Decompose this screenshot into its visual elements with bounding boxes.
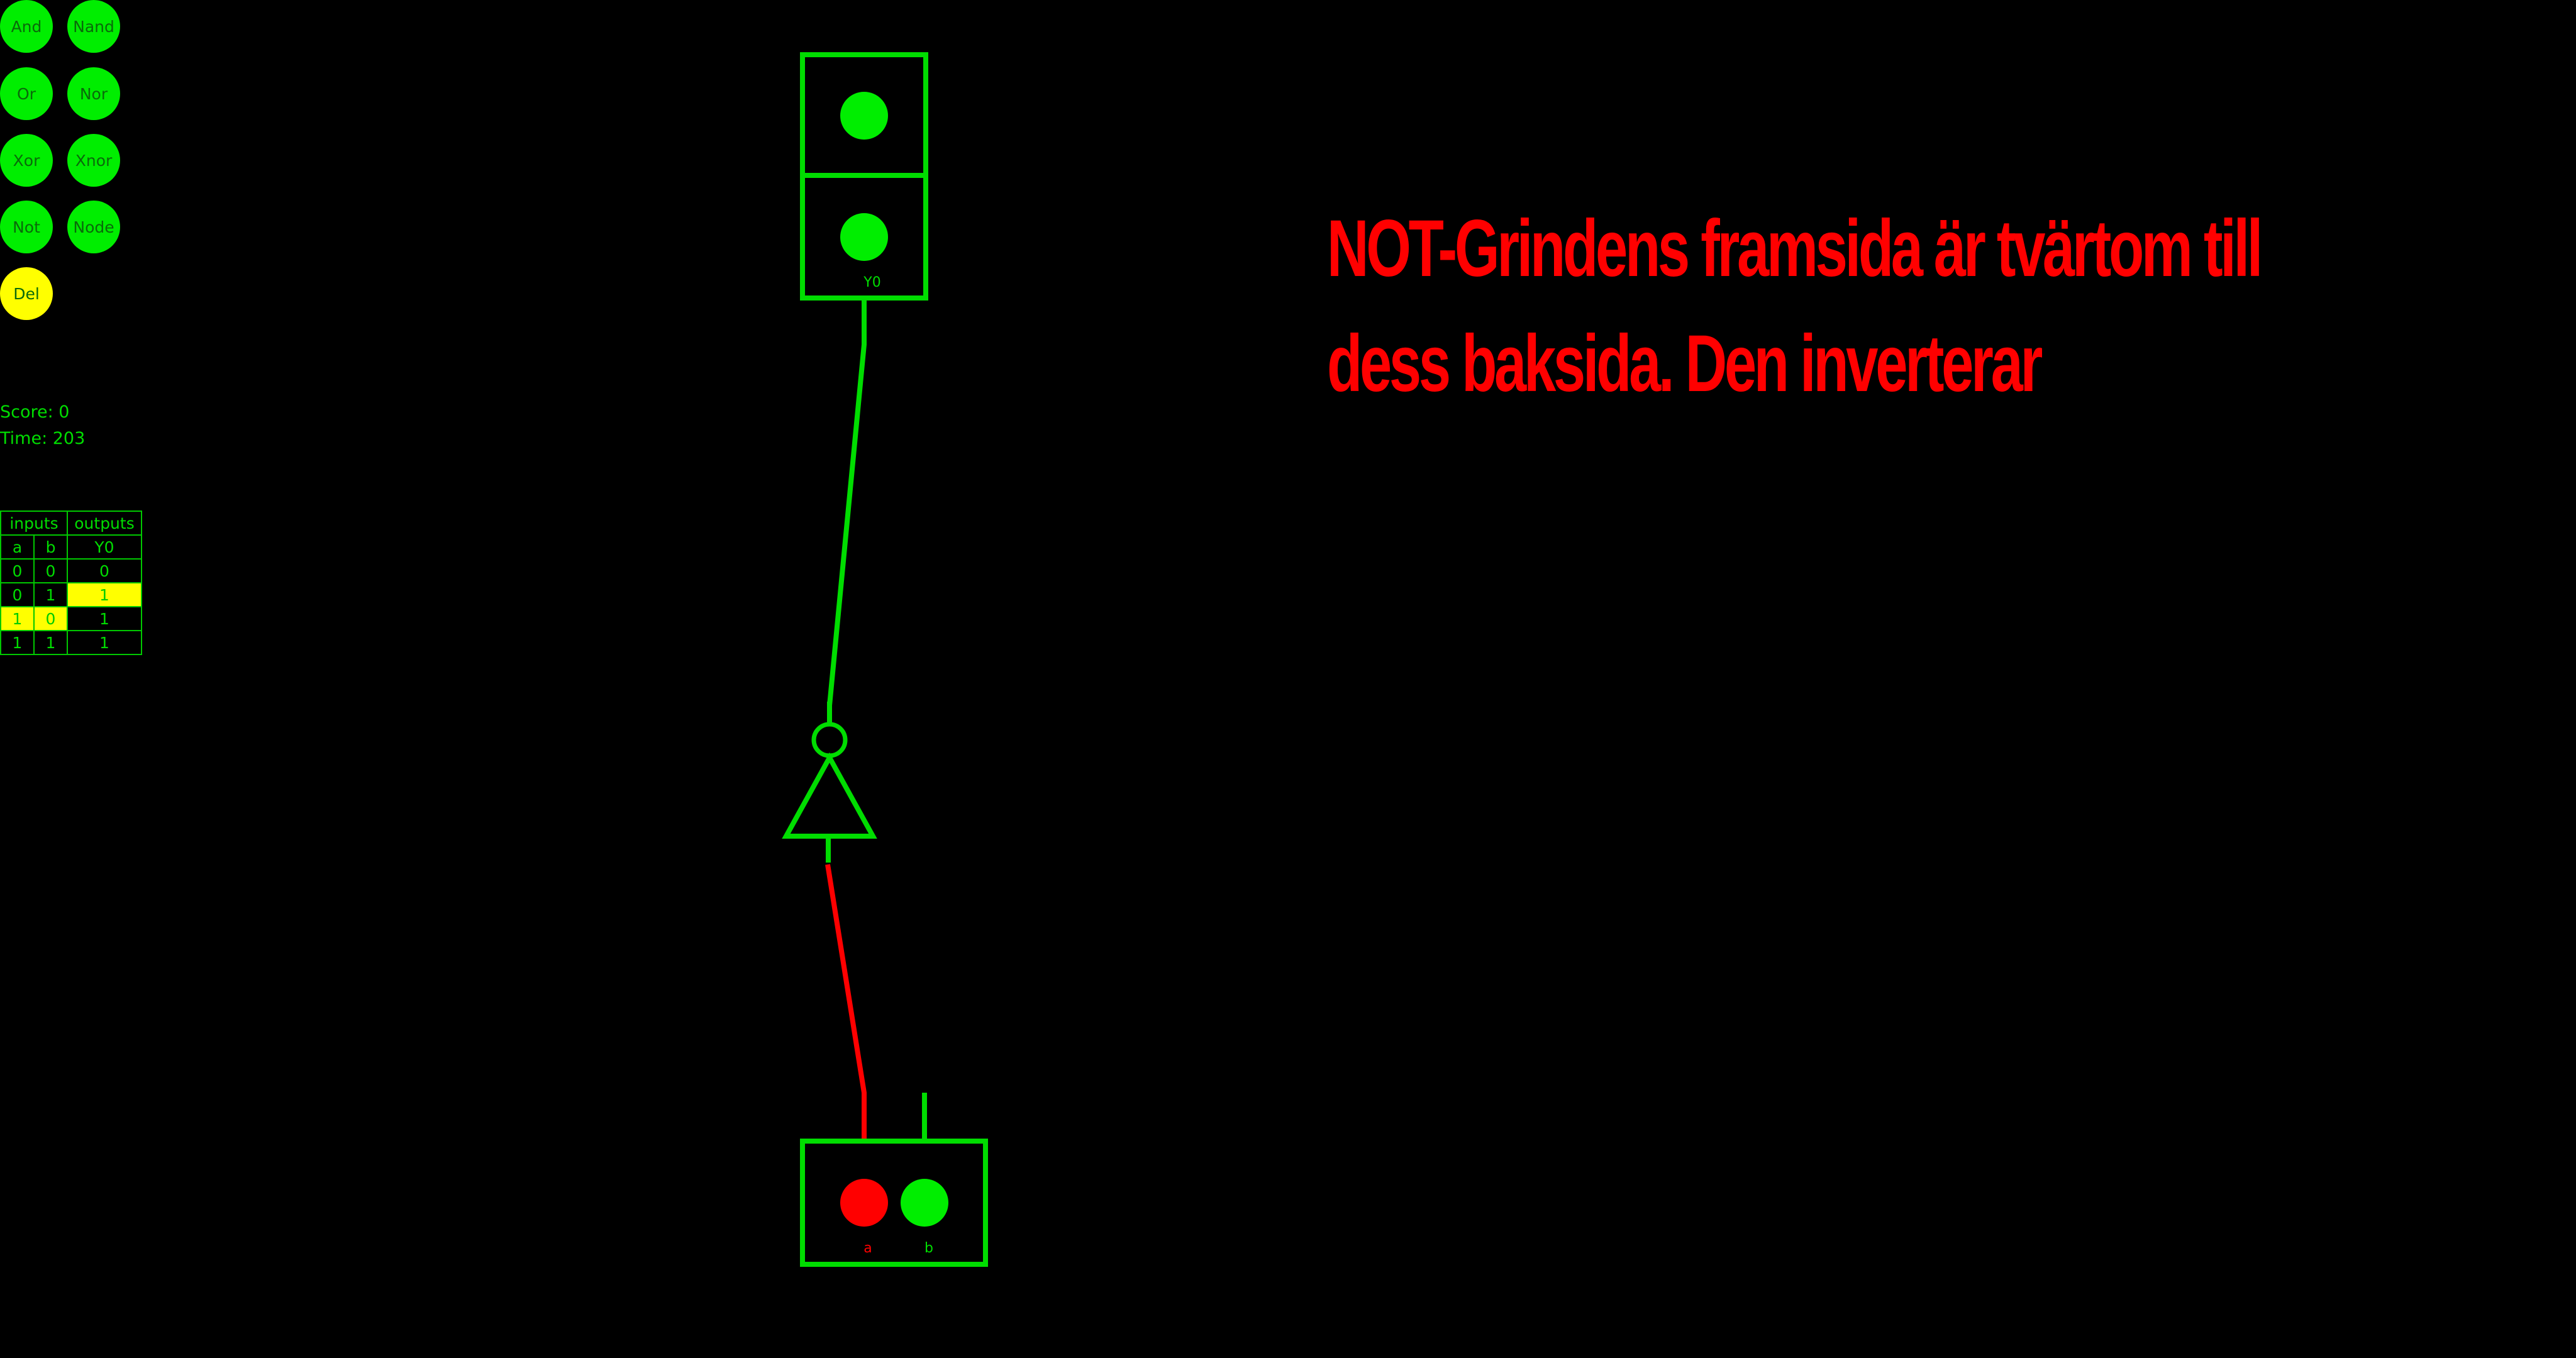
cell-y0: 1 (67, 606, 142, 631)
score-label: Score: 0 (0, 402, 70, 422)
nand-gate-button[interactable]: Nand (67, 0, 120, 53)
input-wire-a[interactable] (825, 864, 867, 1139)
input-label-a: a (863, 1240, 872, 1256)
cell-y0: 1 (67, 630, 142, 655)
input-toggle-b[interactable] (901, 1179, 948, 1227)
node-button[interactable]: Node (67, 201, 120, 253)
or-gate-button[interactable]: Or (0, 67, 53, 120)
cell-a: 1 (0, 630, 35, 655)
cell-b: 1 (33, 582, 68, 607)
column-header-b: b (33, 534, 68, 560)
column-header-a: a (0, 534, 35, 560)
cell-a: 1 (0, 606, 35, 631)
inputs-header: inputs (0, 511, 68, 536)
time-label: Time: 203 (0, 429, 86, 448)
cell-y0: 0 (67, 558, 142, 583)
output-indicator-y0 (840, 213, 888, 261)
delete-button[interactable]: Del (0, 267, 53, 320)
output-wire[interactable] (827, 298, 867, 706)
cell-b: 0 (33, 606, 68, 631)
and-gate-button[interactable]: And (0, 0, 53, 53)
truth-table-group-header-row: inputs outputs (0, 511, 142, 536)
xnor-gate-button[interactable]: Xnor (67, 134, 120, 187)
not-gate[interactable] (782, 702, 877, 863)
outputs-header: outputs (67, 511, 142, 536)
cell-b: 1 (33, 630, 68, 655)
cell-a: 0 (0, 558, 35, 583)
output-label-y0: Y0 (863, 275, 880, 290)
input-panel-frame (800, 1139, 988, 1267)
cell-a: 0 (0, 582, 35, 607)
nor-gate-button[interactable]: Nor (67, 67, 120, 120)
target-indicator (840, 92, 888, 140)
not-gate-button[interactable]: Not (0, 201, 53, 253)
cell-b: 0 (33, 558, 68, 583)
output-display: Y0 (800, 52, 928, 301)
cell-y0: 1 (67, 582, 142, 607)
instruction-line-2: dess baksida. Den inverterar (1327, 319, 2043, 409)
xor-gate-button[interactable]: Xor (0, 134, 53, 187)
not-gate-bubble (811, 722, 848, 758)
input-panel: a b (800, 1093, 988, 1267)
column-header-y0: Y0 (67, 534, 142, 560)
instruction-line-1: NOT-Grindens framsida är tvärtom till (1327, 204, 2263, 294)
truth-table-column-header-row: a b Y0 (0, 534, 142, 560)
input-label-b: b (924, 1240, 933, 1256)
input-toggle-a[interactable] (840, 1179, 888, 1227)
not-gate-triangle (782, 752, 877, 839)
